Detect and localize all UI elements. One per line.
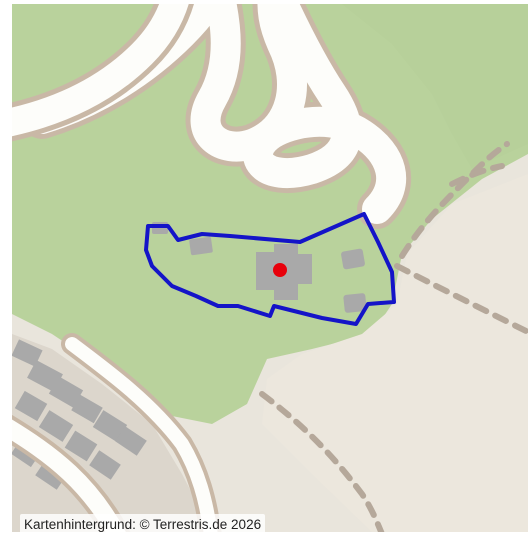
location-marker[interactable]	[273, 263, 287, 277]
road-top-left	[12, 4, 194, 142]
footpaths	[259, 141, 528, 532]
map-view[interactable]	[12, 4, 528, 532]
clearing-area	[262, 174, 528, 532]
map-attribution: Kartenhintergrund: © Terrestris.de 2026	[20, 514, 266, 535]
forest-area-upper-right	[342, 4, 528, 169]
map-canvas[interactable]	[12, 4, 528, 532]
forest-area	[12, 4, 528, 424]
selected-area-outline[interactable]	[144, 212, 396, 326]
